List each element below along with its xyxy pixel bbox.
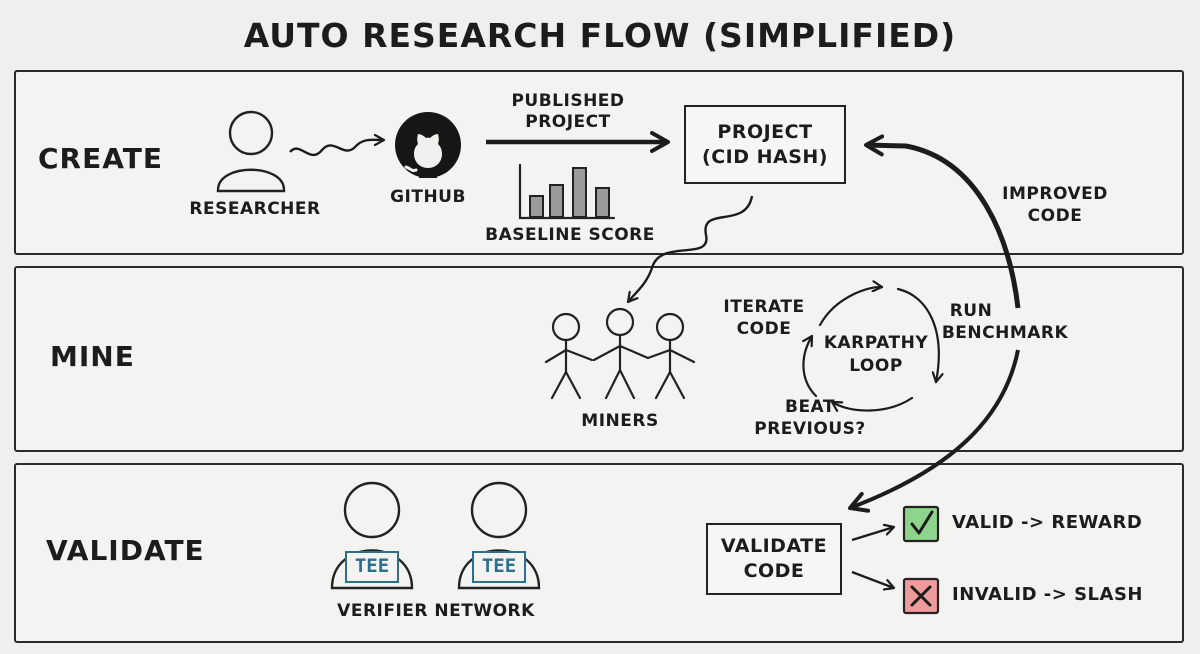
published-label-line2: PROJECT: [525, 112, 611, 132]
lane-label-mine: MINE: [50, 340, 135, 373]
baseline-score-label: BASELINE SCORE: [485, 225, 655, 245]
github-label: GITHUB: [390, 187, 466, 207]
github-icon: [395, 112, 461, 178]
project-box: PROJECT (CID HASH): [684, 105, 846, 184]
diagram-title: AUTO RESEARCH FLOW (SIMPLIFIED): [243, 16, 957, 55]
check-icon: [902, 505, 940, 543]
network-person-icon: [457, 481, 541, 590]
validate-box-line2: CODE: [743, 560, 805, 582]
valid-arrow: [851, 527, 894, 542]
researcher-label: RESEARCHER: [189, 199, 321, 219]
bar-chart-icon: [518, 163, 616, 220]
miners-icon: [544, 307, 696, 400]
iterate-code-line1: ITERATE: [723, 297, 805, 317]
lane-label-create: CREATE: [38, 142, 163, 175]
project-box-line1: PROJECT: [717, 120, 813, 143]
valid-reward-label: VALID -> REWARD: [952, 512, 1143, 533]
project-to-miners-arrow: [628, 195, 754, 302]
improved-code-line2: CODE: [1027, 206, 1083, 226]
verifier-network-label: VERIFIER NETWORK: [337, 601, 535, 621]
iterate-code-line2: CODE: [736, 319, 792, 339]
tee-badge-verifier: TEE: [354, 555, 390, 577]
lane-mine: [14, 266, 1184, 452]
lane-validate: [14, 463, 1184, 643]
miners-label: MINERS: [581, 411, 659, 431]
researcher-to-github-arrow: [289, 140, 384, 157]
run-benchmark-line1: RUN: [949, 301, 993, 321]
beat-previous-line2: PREVIOUS?: [754, 419, 866, 439]
benchmark-to-validate-arrow: [848, 349, 1020, 513]
validate-code-box: VALIDATE CODE: [706, 523, 842, 595]
invalid-slash-label: INVALID -> SLASH: [952, 584, 1143, 605]
lane-label-validate: VALIDATE: [46, 534, 205, 567]
person-icon: [216, 110, 286, 193]
published-label-line1: PUBLISHED: [511, 91, 625, 111]
loop-arrows: [803, 287, 938, 411]
karpathy-loop-line1: KARPATHY: [823, 333, 929, 353]
improved-code-line1: IMPROVED: [1002, 184, 1108, 204]
invalid-arrow: [851, 570, 894, 588]
lane-create: [14, 70, 1184, 255]
tee-badge-network: TEE: [481, 555, 517, 577]
project-box-line2: (CID HASH): [702, 145, 828, 168]
validate-box-line1: VALIDATE: [720, 535, 828, 557]
run-benchmark-line2: BENCHMARK: [941, 323, 1069, 343]
karpathy-loop-line2: LOOP: [849, 356, 903, 376]
beat-previous-line1: BEAT: [784, 397, 835, 417]
cross-icon: [902, 577, 940, 615]
verifier-person-icon: [330, 481, 414, 590]
improved-code-arrow: [864, 134, 1021, 309]
